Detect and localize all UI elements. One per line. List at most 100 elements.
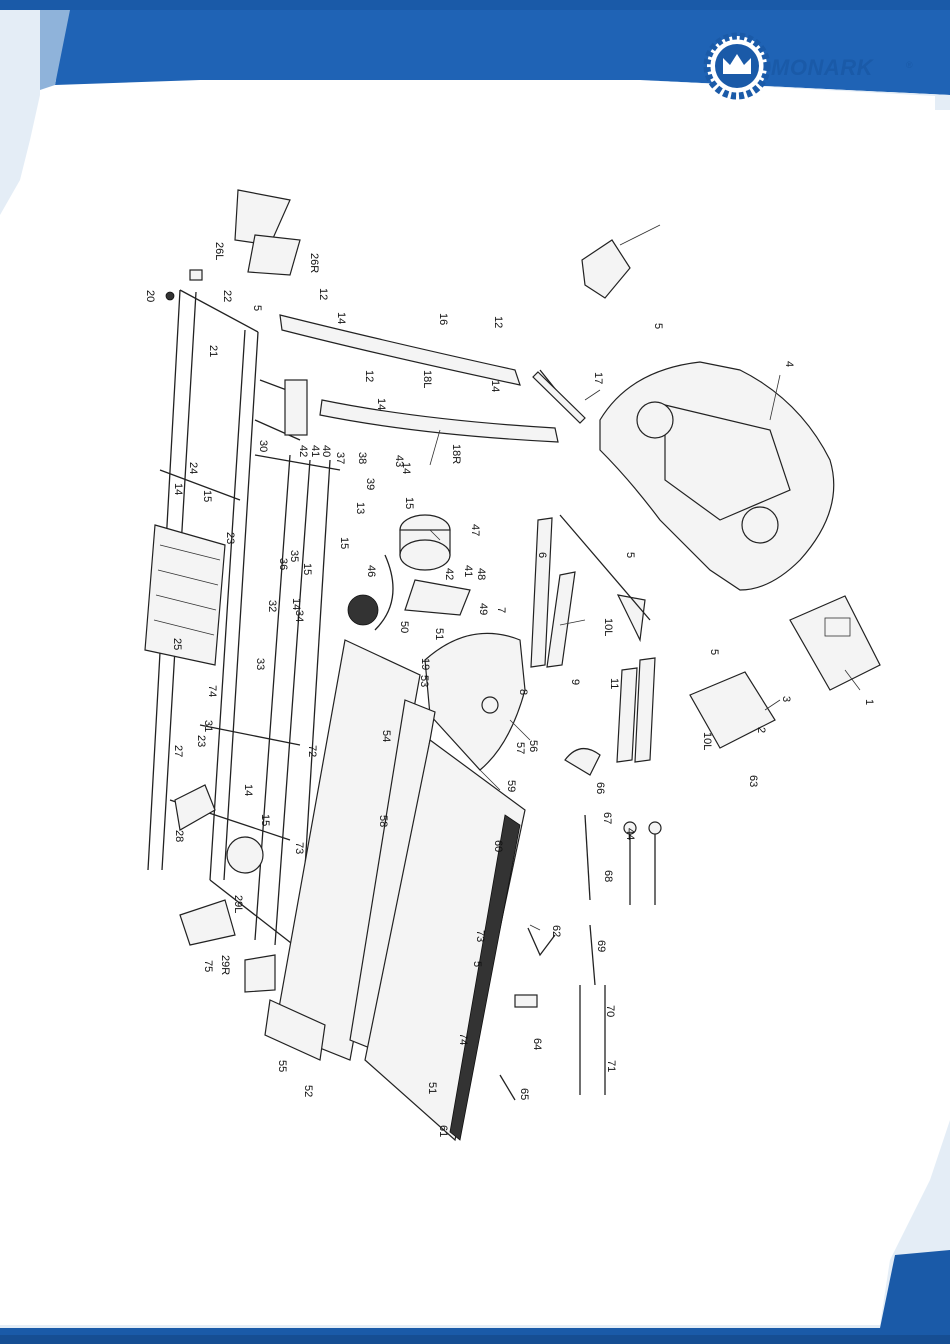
part-label: 12 — [317, 288, 329, 300]
part-label: 27 — [172, 745, 184, 757]
part-label: 73 — [474, 930, 486, 942]
wiring-harness — [499, 814, 662, 1101]
part-label: 5 — [624, 552, 636, 558]
part-label: 12 — [492, 316, 504, 328]
part-label: 15 — [338, 537, 350, 549]
console-assembly — [581, 239, 835, 591]
part-label: 63 — [747, 775, 759, 787]
part-label: 10L — [701, 732, 713, 750]
part-label: 20 — [144, 290, 156, 302]
part-label: 58 — [377, 815, 389, 827]
part-label: 51 — [433, 628, 445, 640]
part-label: 15 — [259, 814, 271, 826]
part-label: 64 — [531, 1038, 543, 1050]
crown-icon — [723, 54, 751, 74]
part-label: 5 — [471, 961, 483, 967]
footer-band — [0, 1120, 950, 1344]
part-label: 59 — [505, 780, 517, 792]
monark-logo: MONARK ® — [703, 32, 913, 100]
running-deck — [274, 639, 526, 1142]
part-label: 30 — [257, 440, 269, 452]
part-label: 67 — [601, 812, 613, 824]
part-label: 14 — [242, 784, 254, 796]
rear-roller-assembly — [174, 784, 326, 1061]
part-label: 62 — [550, 925, 562, 937]
part-label: 12 — [363, 370, 375, 382]
part-label: 18R — [450, 444, 462, 464]
part-label: 54 — [380, 730, 392, 742]
part-label: 28 — [173, 830, 185, 842]
part-label: 1 — [863, 699, 875, 705]
part-label: 15 — [301, 563, 313, 575]
part-label: 55 — [276, 1060, 288, 1072]
registered-mark: ® — [906, 60, 913, 70]
part-label: 38 — [356, 452, 368, 464]
part-label: 36 — [277, 558, 289, 570]
part-label: 40 — [320, 445, 332, 457]
part-label: 39 — [364, 478, 376, 490]
part-label: 15 — [403, 497, 415, 509]
part-label: 71 — [605, 1060, 617, 1072]
part-label: 48 — [475, 568, 487, 580]
part-label: 53 — [418, 675, 430, 687]
part-label: 26L — [213, 242, 225, 260]
part-label: 18L — [421, 370, 433, 388]
part-label: 49 — [477, 603, 489, 615]
part-label: 61 — [437, 1125, 449, 1137]
part-label: 34 — [293, 610, 305, 622]
part-label: 32 — [266, 600, 278, 612]
part-label: 29L — [232, 895, 244, 913]
part-label: 23 — [195, 735, 207, 747]
part-labels: 1 2 3 4 5 5 5 5 5 6 7 8 9 10L 10L 11 12 … — [144, 242, 875, 1137]
part-label: 21 — [207, 345, 219, 357]
part-label: 68 — [602, 870, 614, 882]
part-label: 13 — [354, 502, 366, 514]
part-label: 42 — [297, 445, 309, 457]
part-label: 23 — [224, 532, 236, 544]
part-label: 5 — [708, 649, 720, 655]
part-label: 51 — [426, 1082, 438, 1094]
part-label: 3 — [780, 696, 792, 702]
part-label: 7 — [495, 607, 507, 613]
part-label: 8 — [517, 689, 529, 695]
part-label: 17 — [592, 372, 604, 384]
part-label: 5 — [251, 305, 263, 311]
part-label: 19 — [419, 658, 431, 670]
safety-key — [564, 748, 601, 776]
part-label: 31 — [202, 720, 214, 732]
part-label: 41 — [462, 565, 474, 577]
part-label: 14 — [172, 483, 184, 495]
part-label: 52 — [302, 1085, 314, 1097]
part-label: 65 — [518, 1088, 530, 1100]
header-band — [0, 0, 950, 215]
part-label: 41 — [309, 445, 321, 457]
part-label: 11 — [608, 678, 620, 689]
part-label: 22 — [221, 290, 233, 302]
part-label: 6 — [536, 552, 548, 558]
part-label: 2 — [755, 727, 767, 733]
part-label: 42 — [443, 568, 455, 580]
part-label: 14 — [400, 462, 412, 474]
part-label: 57 — [514, 742, 526, 754]
display-unit — [689, 595, 881, 749]
part-label: 43 — [393, 455, 405, 467]
part-label: 29R — [219, 955, 231, 975]
part-label: 24 — [187, 462, 199, 474]
bottom-cover — [144, 524, 226, 666]
part-label: 25 — [171, 638, 183, 650]
part-label: 66 — [594, 782, 606, 794]
part-label: 46 — [365, 565, 377, 577]
part-label: 73 — [293, 842, 305, 854]
part-label: 74 — [457, 1033, 469, 1045]
part-label: 26R — [308, 253, 320, 273]
part-label: 72 — [306, 745, 318, 757]
part-label: 56 — [527, 740, 539, 752]
part-label: 10L — [602, 618, 614, 636]
part-label: 5 — [652, 323, 664, 329]
part-label: 14 — [290, 598, 302, 610]
part-label: 50 — [398, 621, 410, 633]
part-label: 35 — [288, 550, 300, 562]
part-label: 9 — [569, 679, 581, 685]
